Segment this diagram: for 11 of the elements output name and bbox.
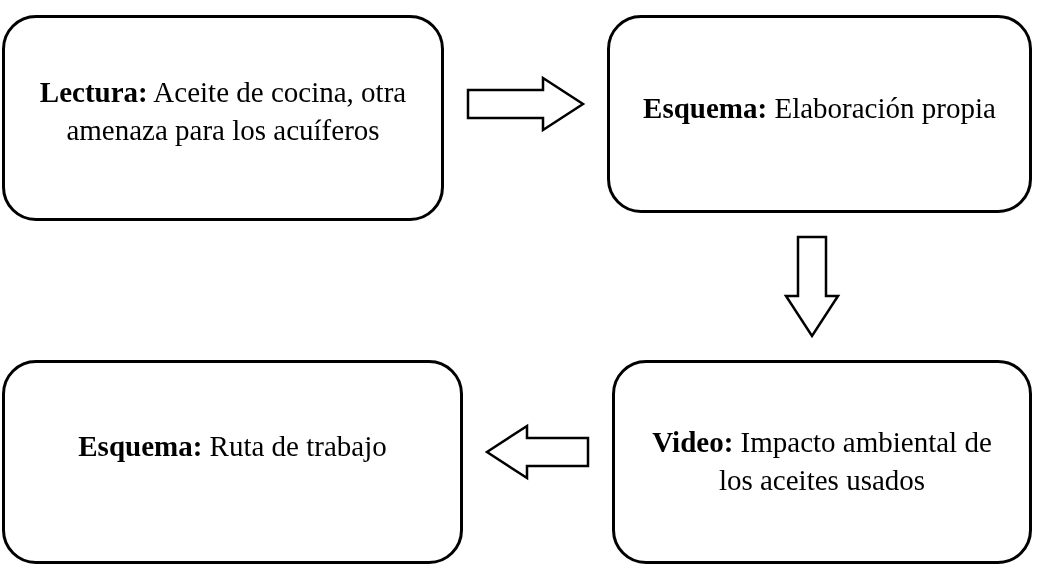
rounded-box: [607, 15, 1032, 213]
box-text: Esquema: Ruta de trabajo: [77, 429, 388, 465]
block-arrow: [484, 423, 590, 481]
block-arrow: [466, 75, 586, 133]
rounded-box: [2, 15, 444, 221]
rounded-box: [612, 360, 1032, 564]
box-text: Lectura: Aceite de cocina, otra amenaza para los acuíferos: [38, 75, 408, 148]
box-text: Video: Impacto ambiental de los aceites usados: [651, 425, 993, 498]
block-arrow: [783, 235, 841, 339]
box-text: Esquema: Elaboración propia: [642, 91, 997, 127]
rounded-box: [2, 360, 463, 564]
